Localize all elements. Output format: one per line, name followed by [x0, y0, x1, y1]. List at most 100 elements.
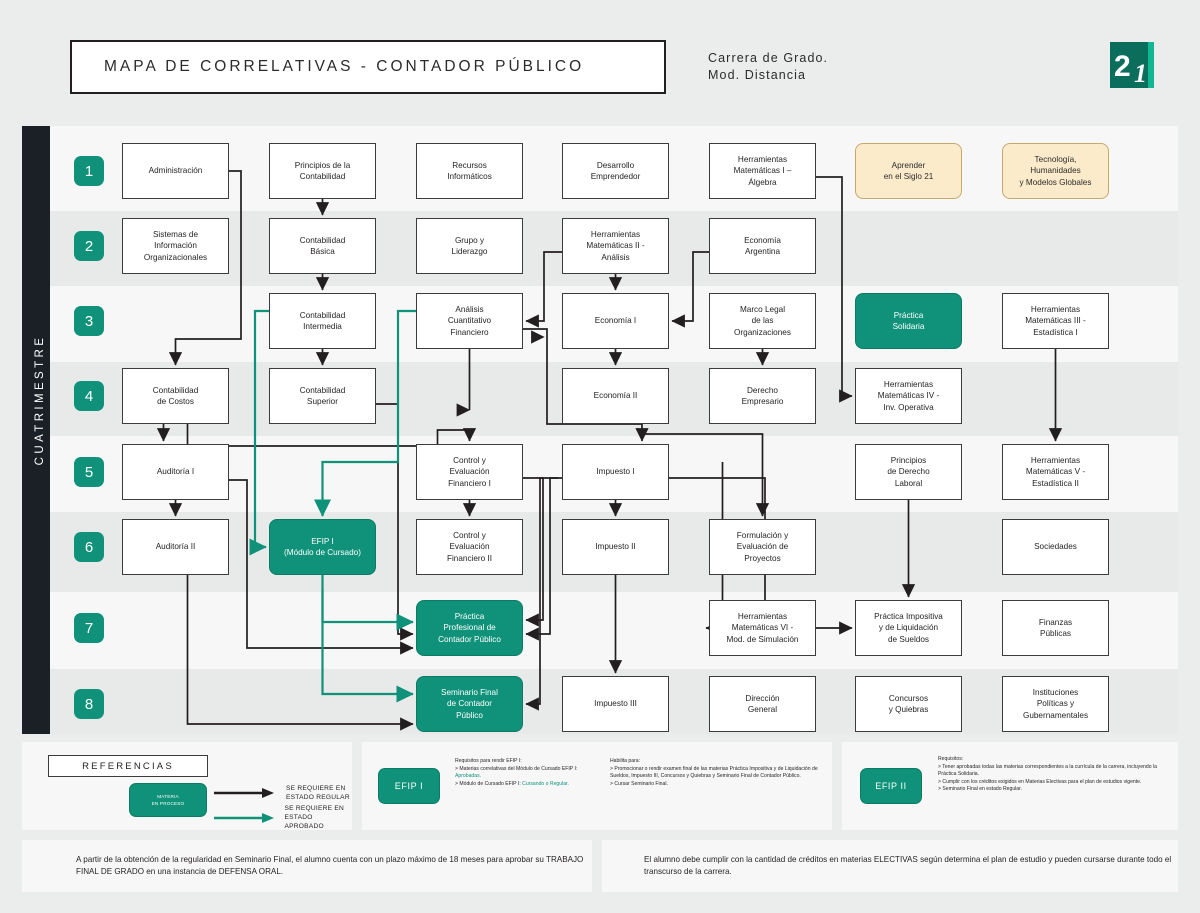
program-subtitle: Carrera de Grado. Mod. Distancia	[708, 50, 828, 84]
course-node-auditoria-1[interactable]: Auditoría I	[122, 444, 229, 500]
course-node-economia-1[interactable]: Economía I	[562, 293, 669, 349]
footer-note-right-text: El alumno debe cumplir con la cantidad d…	[644, 854, 1172, 877]
course-node-auditoria-2[interactable]: Auditoría II	[122, 519, 229, 575]
legend-efip2-requirements: Requisitos: > Tener aprobadas todas las …	[938, 756, 1166, 794]
course-node-label: Administración	[148, 166, 203, 176]
course-node-label: EFIP I(Módulo de Cursado)	[284, 536, 361, 558]
legend-efip2-bullet1: > Tener aprobadas todas las materias cor…	[938, 763, 1157, 778]
course-node-administracion[interactable]: Administración	[122, 143, 229, 199]
semester-badge-4: 4	[74, 381, 104, 411]
semester-badge-2: 2	[74, 231, 104, 261]
course-node-impuesto-3[interactable]: Impuesto III	[562, 676, 669, 732]
course-node-label: Economía I	[594, 316, 637, 326]
course-node-impuesto-1[interactable]: Impuesto I	[562, 444, 669, 500]
legend-in-progress-chip: MATERIA EN PROCESO	[129, 783, 207, 817]
course-node-label: Sociedades	[1034, 542, 1077, 552]
legend-chip-line1: MATERIA	[157, 794, 179, 799]
legend: REFERENCIAS MATERIA EN PROCESO SE REQUIE…	[22, 742, 1178, 830]
course-node-impuesto-2[interactable]: Impuesto II	[562, 519, 669, 575]
page-title-box: MAPA DE CORRELATIVAS - CONTADOR PÚBLICO	[70, 40, 666, 94]
semester-axis: CUATRIMESTRE	[22, 126, 50, 734]
page-title: MAPA DE CORRELATIVAS - CONTADOR PÚBLICO	[104, 58, 585, 75]
legend-black-arrow-label: SE REQUIERE EN ESTADO REGULAR	[286, 784, 350, 802]
course-node-label: Impuesto III	[594, 699, 637, 709]
course-node-label: Auditoría I	[156, 467, 195, 477]
course-node-efip-1-modulo[interactable]: EFIP I(Módulo de Cursado)	[269, 519, 376, 575]
program-subtitle-line1: Carrera de Grado.	[708, 51, 829, 65]
legend-green-arrow-line1: SE REQUIERE EN	[284, 805, 345, 812]
legend-chip-line2: EN PROCESO	[151, 801, 185, 806]
course-node-economia-2[interactable]: Economía II	[562, 368, 669, 424]
course-node-label: Economía II	[593, 391, 638, 401]
legend-efip1-enables-bullet1: > Promocionar o rendir examen final de l…	[610, 765, 818, 780]
course-node-label: Impuesto II	[595, 542, 636, 552]
legend-black-arrow-row: SE REQUIERE EN ESTADO REGULAR	[214, 784, 350, 802]
semester-badge-6: 6	[74, 532, 104, 562]
legend-black-arrow-line2: ESTADO REGULAR	[286, 794, 350, 801]
semester-badge-5: 5	[74, 457, 104, 487]
legend-efip2-bullet2: > Cumplir con los créditos exigidos en M…	[938, 778, 1142, 785]
footer-note-left-text: A partir de la obtención de la regularid…	[76, 854, 584, 877]
legend-references-panel: REFERENCIAS MATERIA EN PROCESO SE REQUIE…	[22, 742, 352, 830]
semester-badge-3: 3	[74, 306, 104, 336]
semester-badge-1: 1	[74, 156, 104, 186]
course-node-sociedades[interactable]: Sociedades	[1002, 519, 1109, 575]
legend-efip1-bullet1-highlight: Aprobadas.	[455, 773, 482, 780]
legend-efip1-bullet2-text: > Módulo de Cursado EFIP I:	[455, 780, 523, 787]
footer-notes: A partir de la obtención de la regularid…	[22, 840, 1178, 892]
program-subtitle-line2: Mod. Distancia	[708, 68, 807, 82]
footer-note-right: El alumno debe cumplir con la cantidad d…	[602, 840, 1178, 892]
legend-efip1-heading: Requisitos para rendir EFIP I:	[455, 758, 522, 764]
